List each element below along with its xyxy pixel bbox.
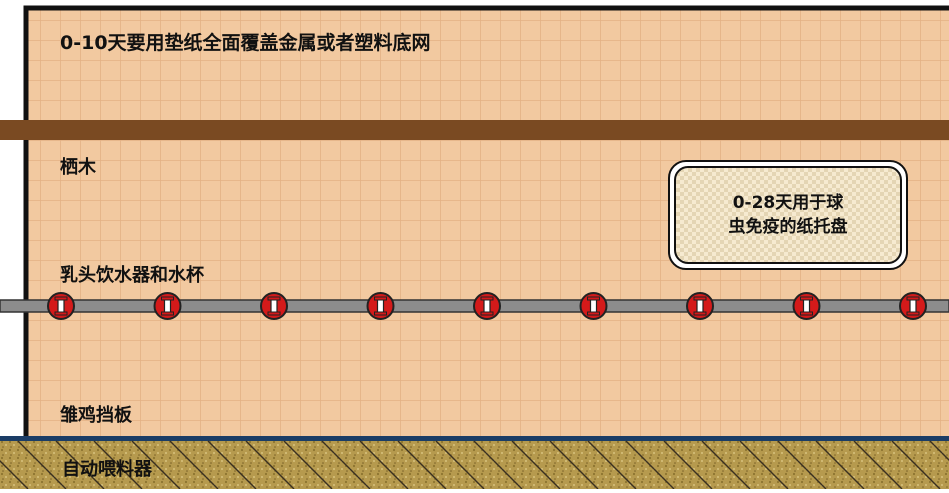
feeder-stripe [929, 440, 949, 461]
feeder-stripe [0, 460, 29, 489]
callout-line-2: 虫免疫的纸托盘 [728, 217, 848, 237]
perch-bar [0, 120, 949, 140]
feeder-stripe [511, 440, 561, 489]
feeder-stripe [245, 440, 295, 489]
feeder-stripe [853, 440, 903, 489]
feeder-stripe [397, 440, 447, 489]
title-label: 0-10天要用垫纸全面覆盖金属或者塑料底网 [60, 32, 431, 54]
feeder-stripe [701, 440, 751, 489]
callout-line-1: 0-28天用于球 [732, 193, 844, 213]
feeder-stripe [815, 440, 865, 489]
feeder-stripe [549, 440, 599, 489]
paper-tray-callout-text: 0-28天用于球 虫免疫的纸托盘 [729, 191, 848, 239]
nipple-drinker-cup [473, 292, 501, 320]
feeder-stripe [207, 440, 257, 489]
feeder-stripe [777, 440, 827, 489]
perch-label: 栖木 [60, 157, 96, 178]
chick-guard-label: 雏鸡挡板 [60, 405, 132, 426]
paper-tray-callout-body: 0-28天用于球 虫免疫的纸托盘 [674, 166, 902, 264]
feeder-stripe [587, 440, 637, 489]
feeder-stripe [17, 440, 67, 489]
feeder-stripe [625, 440, 675, 489]
feeder-stripe [321, 440, 371, 489]
feeder-stripes [0, 440, 949, 489]
feeder-stripe [359, 440, 409, 489]
cage-frame [23, 5, 949, 440]
feeder-stripe [131, 440, 181, 489]
paper-tray-callout: 0-28天用于球 虫免疫的纸托盘 [668, 160, 908, 270]
feeder-stripe [169, 440, 219, 489]
nipple-drinker-cup [792, 292, 821, 320]
feeder-label: 自动喂料器 [62, 459, 152, 480]
feeder-stripe [55, 440, 105, 489]
feeder-stripe [473, 440, 523, 489]
nipple-drinker-cup [260, 292, 288, 320]
nipple-drinker-cup [899, 292, 927, 320]
feeder-stripe [435, 440, 485, 489]
nipple-drinker-cup [579, 292, 608, 320]
feeder-top-edge [0, 436, 949, 441]
feeder-stripe [663, 440, 713, 489]
feeder-stripe [93, 440, 143, 489]
feeder-stripe [891, 440, 941, 489]
nipple-drinkers [47, 292, 927, 320]
feeder-stripe [739, 440, 789, 489]
feeder-stripe [283, 440, 333, 489]
nipple-drinker-cup [686, 292, 714, 320]
feeder-trough [0, 441, 949, 489]
nipple-drinker-cup [153, 292, 182, 320]
nipple-drinker-cup [47, 292, 75, 320]
drinker-label: 乳头饮水器和水杯 [60, 265, 204, 286]
nipple-drinker-cup [366, 292, 395, 320]
